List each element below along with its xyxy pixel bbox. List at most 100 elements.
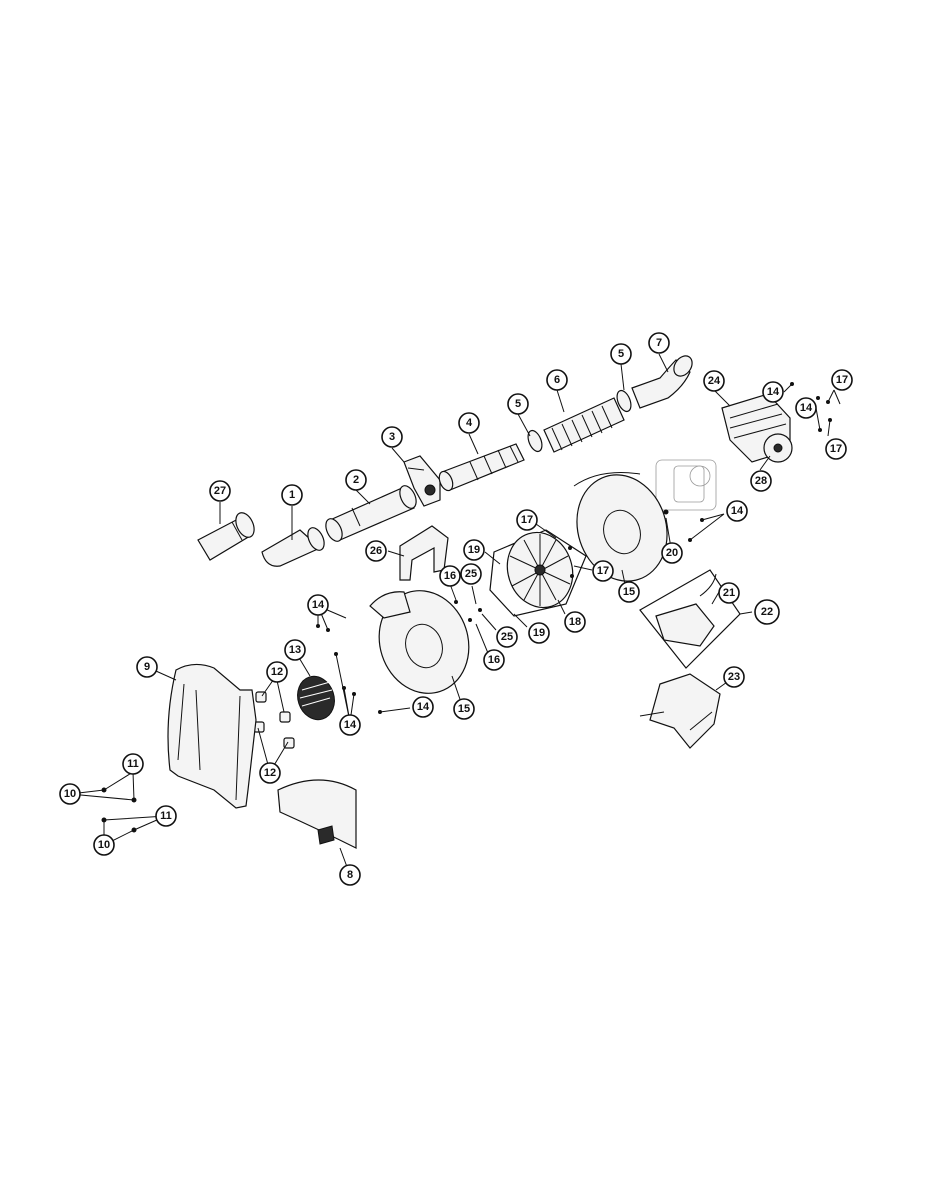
svg-text:18: 18 [569, 616, 581, 628]
engine-ghost [655, 459, 717, 511]
svg-text:28: 28 [755, 475, 767, 487]
part-18-impeller-group [489, 529, 587, 617]
callout-19: 19 [528, 622, 550, 644]
svg-text:14: 14 [800, 402, 813, 414]
svg-text:22: 22 [761, 606, 773, 618]
callout-18: 18 [564, 611, 586, 633]
callout-4: 4 [458, 412, 480, 434]
callout-21: 21 [718, 582, 740, 604]
callout-3: 3 [381, 426, 403, 448]
callout-14: 14 [339, 714, 361, 736]
callout-14: 14 [795, 397, 817, 419]
part-3-handle [403, 455, 441, 507]
part-12-knobs [253, 691, 295, 749]
svg-text:14: 14 [344, 719, 357, 731]
callout-14: 14 [307, 594, 329, 616]
part-13-grille [297, 675, 335, 721]
callout-11: 11 [155, 805, 177, 827]
callout-12: 12 [266, 661, 288, 683]
svg-text:16: 16 [488, 654, 500, 666]
callout-16: 16 [439, 565, 461, 587]
svg-text:14: 14 [767, 386, 780, 398]
callout-20: 20 [661, 542, 683, 564]
part-8-waist-belt [277, 779, 357, 849]
svg-text:17: 17 [521, 514, 533, 526]
svg-text:26: 26 [370, 545, 382, 557]
callout-7: 7 [648, 332, 670, 354]
callout-9: 9 [136, 656, 158, 678]
callout-8: 8 [339, 864, 361, 886]
svg-text:17: 17 [836, 374, 848, 386]
svg-text:14: 14 [417, 701, 430, 713]
svg-text:17: 17 [830, 443, 842, 455]
svg-text:24: 24 [708, 375, 721, 387]
callout-6: 6 [546, 369, 568, 391]
callout-17: 17 [831, 369, 853, 391]
svg-text:23: 23 [728, 671, 740, 683]
svg-text:11: 11 [160, 810, 172, 822]
callout-17: 17 [592, 560, 614, 582]
callout-12: 12 [259, 762, 281, 784]
part-15-fan-housing-front [369, 590, 470, 694]
callout-1: 1 [281, 484, 303, 506]
svg-text:25: 25 [501, 631, 513, 643]
callout-2: 2 [345, 469, 367, 491]
svg-text:15: 15 [458, 703, 470, 715]
part-6-flex-hose [543, 397, 625, 453]
svg-text:13: 13 [289, 644, 301, 656]
part-2-blower-tube [325, 485, 417, 542]
svg-text:11: 11 [127, 758, 139, 770]
svg-text:10: 10 [64, 788, 76, 800]
svg-text:15: 15 [623, 586, 635, 598]
svg-text:4: 4 [466, 417, 473, 429]
part-28-recoil-starter [763, 433, 793, 463]
part-26-bracket [399, 525, 449, 581]
part-9-backpack-frame [167, 663, 257, 809]
part-15-fan-housing-rear [573, 472, 668, 582]
callout-14: 14 [412, 696, 434, 718]
svg-text:19: 19 [533, 627, 545, 639]
svg-text:19: 19 [468, 544, 480, 556]
part-23-mounting-plate [639, 673, 721, 749]
svg-text:14: 14 [312, 599, 325, 611]
callout-24: 24 [703, 370, 725, 392]
svg-text:17: 17 [597, 565, 609, 577]
part-27-nozzle-tip [197, 512, 255, 561]
svg-text:25: 25 [465, 568, 477, 580]
svg-text:2: 2 [353, 474, 359, 486]
svg-text:7: 7 [656, 337, 662, 349]
part-5-clamp-ring [616, 389, 632, 413]
svg-text:27: 27 [214, 485, 226, 497]
callout-27: 27 [209, 480, 231, 502]
svg-text:3: 3 [389, 431, 395, 443]
svg-text:5: 5 [618, 348, 624, 360]
callout-labels: 27 1 2 3 4 5 6 5 7 24 14 17 14 17 28 26 … [59, 332, 853, 886]
svg-text:16: 16 [444, 570, 456, 582]
callout-13: 13 [284, 639, 306, 661]
svg-text:9: 9 [144, 661, 150, 673]
callout-17: 17 [825, 438, 847, 460]
part-7-elbow [631, 355, 693, 409]
callout-25: 25 [460, 563, 482, 585]
callout-11: 11 [122, 753, 144, 775]
svg-text:21: 21 [723, 587, 735, 599]
svg-text:12: 12 [271, 666, 283, 678]
callout-26: 26 [365, 540, 387, 562]
part-4-tube [438, 443, 525, 492]
svg-text:8: 8 [347, 869, 353, 881]
callout-5: 5 [507, 393, 529, 415]
svg-text:12: 12 [264, 767, 276, 779]
part-5-clamp-ring [527, 429, 543, 453]
svg-text:1: 1 [289, 489, 295, 501]
callout-5: 5 [610, 343, 632, 365]
callout-15: 15 [453, 698, 475, 720]
callout-19: 19 [463, 539, 485, 561]
svg-text:10: 10 [98, 839, 110, 851]
svg-text:5: 5 [515, 398, 521, 410]
callout-10: 10 [59, 783, 81, 805]
part-1-flared-nozzle [261, 527, 325, 567]
callout-17: 17 [516, 509, 538, 531]
callout-23: 23 [723, 666, 745, 688]
callout-28: 28 [750, 470, 772, 492]
